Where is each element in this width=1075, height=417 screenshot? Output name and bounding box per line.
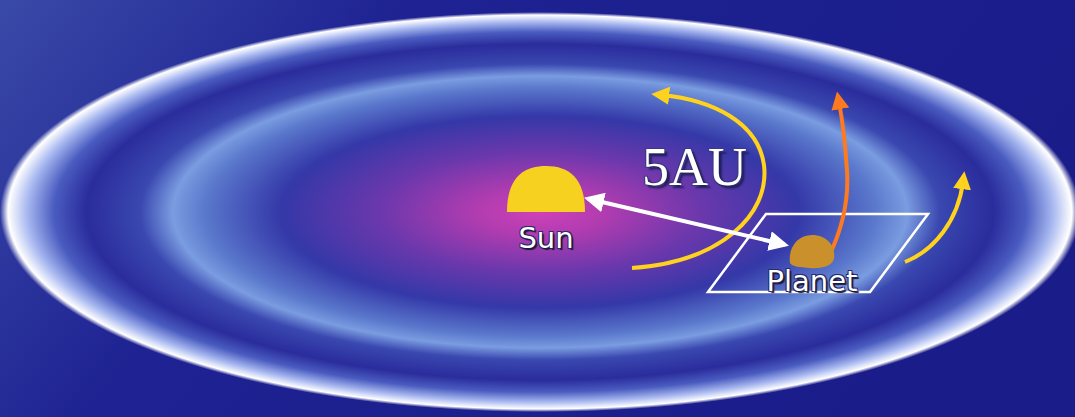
distance-label: 5AU [642,138,747,197]
sun-shape [507,166,585,212]
planet-shape [788,233,836,269]
planet-node: Planet [763,233,862,302]
orbit-arrow [632,95,764,268]
sun-node: Sun [507,166,585,259]
orbit-arrow [905,182,963,262]
sun-shape [507,166,585,212]
planet-shape [790,235,835,268]
distance-arrow [588,199,785,245]
node-label: Sun [518,222,573,255]
disk [0,12,1075,412]
node-label: Planet [767,265,858,298]
rotation-arrow [828,102,847,258]
